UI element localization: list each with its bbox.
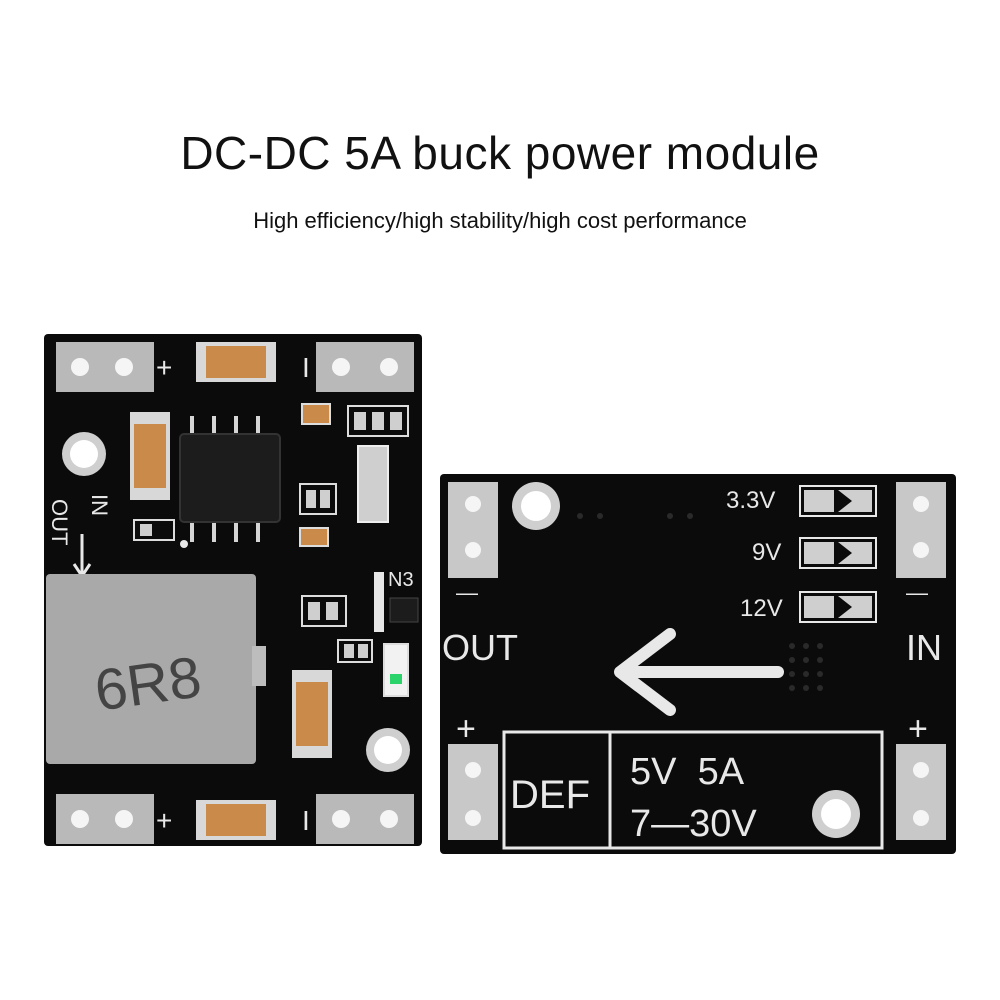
ic-chip — [179, 416, 281, 542]
back-minus-left: — — [456, 580, 478, 605]
back-minus-right: — — [906, 580, 928, 605]
terminal-pad-top-right — [316, 342, 414, 392]
solder-jumper-12v — [799, 591, 877, 623]
back-in-label: IN — [906, 627, 942, 668]
spec-input: 7—30V — [630, 803, 757, 845]
front-board: + I IN OUT — [44, 334, 422, 846]
terminal-pad-bottom-right — [316, 794, 414, 844]
solder-jumper-9v — [799, 537, 877, 569]
capacitor-bottom — [196, 800, 276, 840]
capacitor-right — [292, 670, 332, 758]
spec-output: 5V 5A — [630, 751, 745, 793]
status-led — [383, 643, 409, 697]
def-label: DEF — [510, 773, 590, 817]
arrow-left-icon — [614, 628, 784, 716]
back-pad-bottom-left — [448, 744, 498, 840]
voltage-option-3v3: 3.3V — [726, 487, 775, 514]
inductor-marking: 6R8 — [91, 644, 205, 723]
back-pad-bottom-right — [896, 744, 946, 840]
back-plus-right: + — [908, 710, 928, 748]
solder-jumper-3v3 — [799, 485, 877, 517]
front-plus-bottom: + — [156, 805, 172, 836]
page-subtitle: High efficiency/high stability/high cost… — [253, 208, 747, 233]
inductor — [46, 574, 266, 764]
front-minus-bottom: I — [302, 805, 310, 836]
back-out-label: OUT — [442, 627, 518, 668]
back-pad-top-left — [448, 482, 498, 578]
voltage-option-12v: 12V — [740, 595, 783, 622]
chip-marking: N3 — [388, 569, 414, 591]
via-dots — [577, 513, 823, 691]
front-plus-top: + — [156, 352, 172, 383]
front-out-label: OUT — [47, 499, 72, 545]
back-board: 3.3V 9V 12V — — OUT IN + + — [440, 474, 956, 854]
capacitor-left — [130, 412, 170, 500]
terminal-pad-top-left — [56, 342, 154, 392]
back-plus-left: + — [456, 710, 476, 748]
page-title: DC-DC 5A buck power module — [180, 127, 820, 179]
voltage-option-9v: 9V — [752, 539, 781, 566]
spec-box — [502, 730, 884, 850]
front-in-label: IN — [87, 494, 112, 516]
terminal-pad-bottom-left — [56, 794, 154, 844]
capacitor-top — [196, 342, 276, 382]
back-pad-top-right — [896, 482, 946, 578]
smd-parts-right — [133, 403, 419, 663]
front-minus-top: I — [302, 352, 310, 383]
